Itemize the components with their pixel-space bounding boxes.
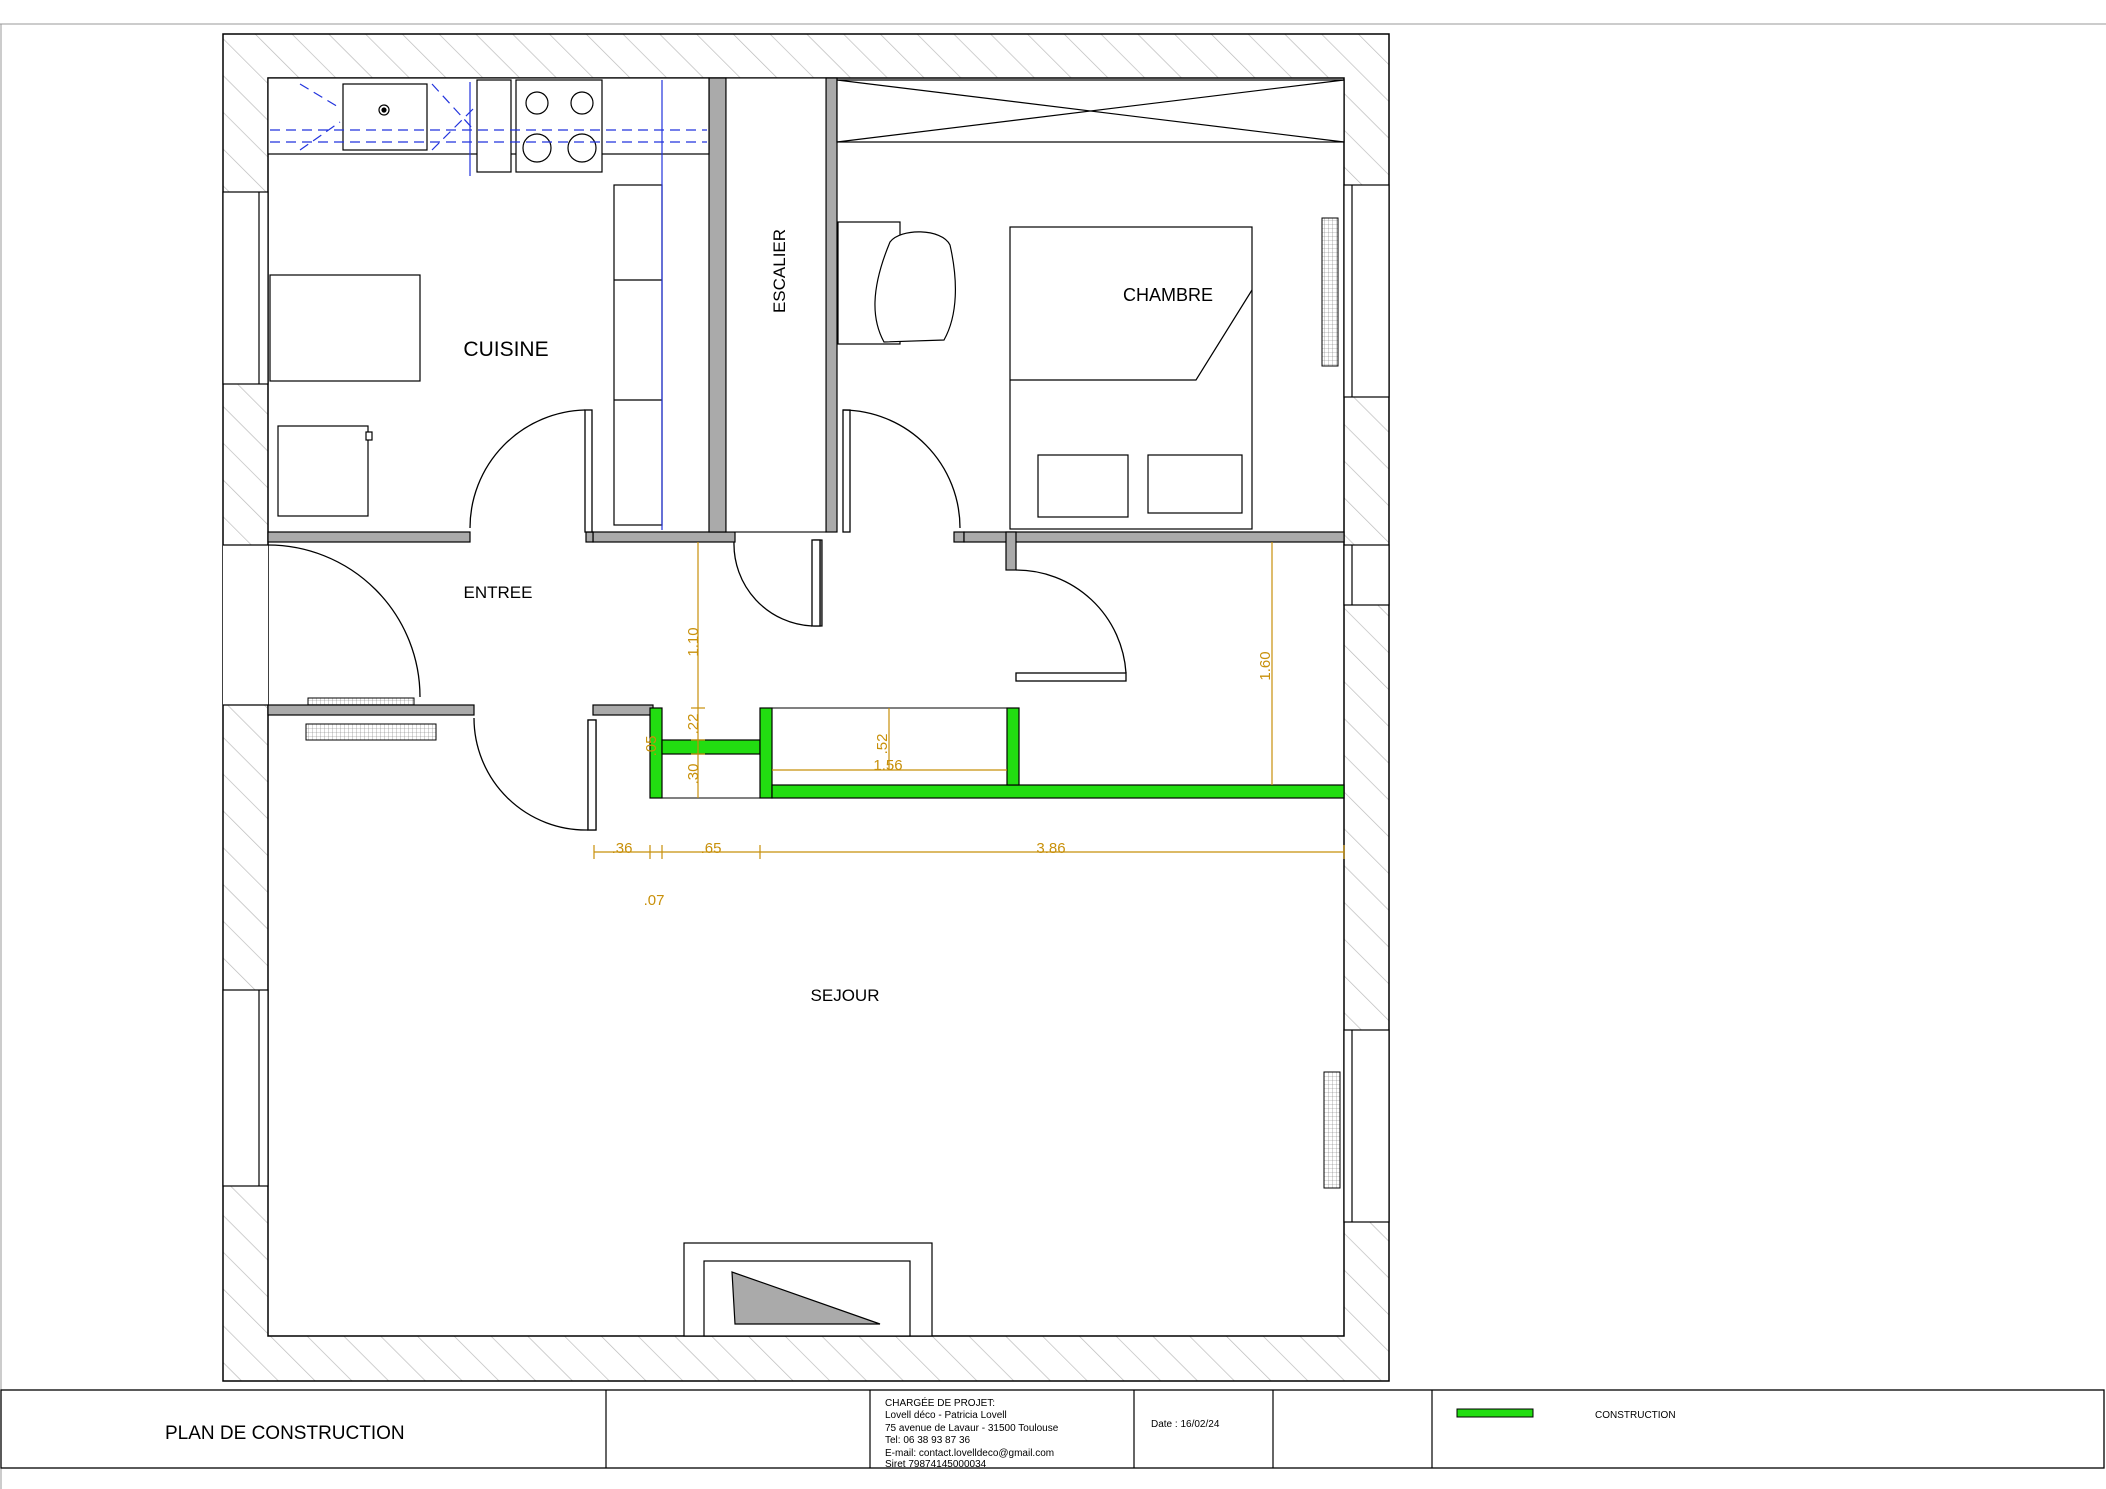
kitchen-plinth [469,80,663,530]
window-sejour-left [222,989,269,1187]
fridge-column [476,79,512,173]
kitchen-table [269,274,421,382]
dimension-lines [593,542,1345,859]
washing-machine [277,425,369,517]
manager-address: 75 avenue de Lavaur - 31500 Toulouse [885,1423,1059,1434]
window-chambre [1343,184,1390,398]
dim-36: .36 [612,840,633,857]
radiator-chambre [1321,217,1339,367]
room-labels: CUISINE ESCALIER CHAMBRE ENTREE SEJOUR [463,229,1213,1005]
drawing-date: Date : 16/02/24 [1151,1419,1220,1430]
room-label-entree: ENTREE [464,583,533,602]
staircase [725,77,827,533]
dim-1-10: 1.10 [685,627,702,656]
dim-1-56: 1.56 [873,757,902,774]
tall-cabinet [613,184,663,526]
window-sejour-right [1343,1029,1390,1223]
sink [342,83,428,151]
dimension-labels: 1.10 1.60 .22 .30 .05 .52 1.56 .36 .65 3… [612,627,1274,909]
dim-07: .07 [644,892,665,909]
radiator-entree [305,723,437,741]
dim-3-86: 3.86 [1036,840,1065,857]
dim-1-60: 1.60 [1257,651,1274,680]
pillow-right [1147,454,1243,514]
manager-siret: Siret 79874145000034 [885,1459,987,1470]
room-label-chambre: CHAMBRE [1123,285,1213,305]
dim-30: .30 [685,764,702,785]
dim-05: .05 [643,736,660,757]
manager-tel: Tel: 06 38 93 87 36 [885,1435,971,1446]
fireplace [683,1242,933,1337]
legend-construction-swatch [1456,1408,1534,1418]
dim-22: .22 [685,714,702,735]
dim-52: .52 [874,734,891,755]
manager-heading: CHARGÉE DE PROJET: [885,1396,995,1409]
title-block: PLAN DE CONSTRUCTION CHARGÉE DE PROJET: … [0,1389,2105,1470]
bedroom-furniture [836,79,1345,530]
window-cuisine [222,191,269,385]
manager-email: E-mail: contact.lovelldeco@gmail.com [885,1448,1054,1459]
entry-opening [223,545,268,705]
pillow-left [1037,454,1129,518]
manager-name: Lovell déco - Patricia Lovell [885,1410,1007,1421]
dim-65: .65 [701,840,722,857]
doors [267,409,1127,831]
room-label-sejour: SEJOUR [811,986,880,1005]
construction-walls [649,707,1345,799]
kitchen-furniture [267,77,710,526]
room-label-cuisine: CUISINE [463,338,548,361]
desk-chair [874,231,956,343]
kitchen-upper-cabinets [270,83,707,151]
room-label-escalier: ESCALIER [770,229,789,313]
windows [222,184,1390,1223]
legend-construction-label: CONSTRUCTION [1595,1410,1676,1421]
radiators [305,217,1341,1189]
radiator-sejour [1323,1071,1341,1189]
window-small [1343,544,1390,606]
niche-outline [661,753,761,799]
drawing-title: PLAN DE CONSTRUCTION [165,1423,405,1444]
